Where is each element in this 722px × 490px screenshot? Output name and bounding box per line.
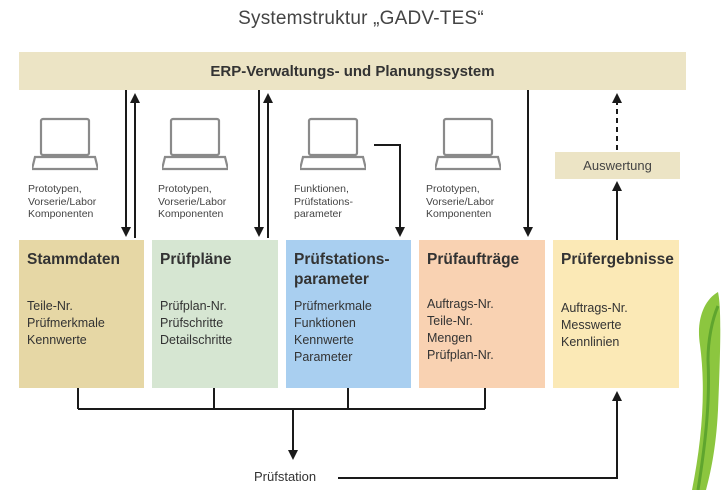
- box-item: Teile-Nr.: [427, 314, 473, 328]
- box-title-line: parameter: [294, 271, 369, 288]
- box-item: Messwerte: [561, 318, 622, 332]
- caption-line: Komponenten: [426, 208, 492, 220]
- caption-line: parameter: [294, 208, 342, 220]
- box-item: Auftrags-Nr.: [561, 301, 628, 315]
- box-pruefauftraege: Prüfaufträge Auftrags-Nr. Teile-Nr. Meng…: [419, 240, 545, 388]
- box-item: Prüfmerkmale: [294, 299, 372, 313]
- caption-line: Prototypen,: [28, 183, 82, 195]
- caption-stammdaten: Prototypen, Vorserie/Labor Komponenten: [28, 183, 96, 221]
- laptop-icon: [435, 117, 501, 171]
- caption-pruefstationsparameter: Funktionen, Prüfstations- parameter: [294, 183, 353, 221]
- caption-pruefplaene: Prototypen, Vorserie/Labor Komponenten: [158, 183, 226, 221]
- caption-pruefauftraege: Prototypen, Vorserie/Labor Komponenten: [426, 183, 494, 221]
- laptop-icon: [300, 117, 366, 171]
- box-item: Funktionen: [294, 316, 356, 330]
- box-item: Parameter: [294, 350, 353, 364]
- box-item: Prüfplan-Nr.: [427, 348, 494, 362]
- caption-line: Funktionen,: [294, 183, 349, 195]
- erp-system-bar: ERP-Verwaltungs- und Planungssystem: [19, 52, 686, 90]
- auswertung-label: Auswertung: [583, 158, 652, 173]
- caption-line: Vorserie/Labor: [158, 195, 227, 208]
- box-item: Teile-Nr.: [27, 299, 73, 313]
- decorative-leaf-graphic: [692, 292, 721, 490]
- box-title: Prüfaufträge: [427, 251, 520, 268]
- box-item: Prüfschritte: [160, 316, 224, 330]
- box-item: Kennwerte: [27, 333, 87, 347]
- caption-line: Komponenten: [158, 208, 224, 220]
- box-stammdaten: Stammdaten Teile-Nr. Prüfmerkmale Kennwe…: [19, 240, 144, 388]
- box-title: Stammdaten: [27, 251, 121, 268]
- caption-line: Komponenten: [28, 208, 94, 220]
- caption-line: Prototypen,: [426, 183, 480, 195]
- box-title: Prüfstations- parameter: [294, 250, 403, 290]
- box-pruefergebnisse: Prüfergebnisse Auftrags-Nr. Messwerte Ke…: [553, 240, 679, 388]
- box-item: Prüfmerkmale: [27, 316, 105, 330]
- box-item: Kennwerte: [294, 333, 354, 347]
- box-pruefstationsparameter: Prüfstations- parameter Prüfmerkmale Fun…: [286, 240, 411, 388]
- box-item: Mengen: [427, 331, 473, 345]
- erp-label: ERP-Verwaltungs- und Planungssystem: [210, 62, 495, 80]
- box-item: Kennlinien: [561, 335, 620, 349]
- caption-line: Vorserie/Labor: [426, 195, 495, 208]
- caption-line: Vorserie/Labor: [28, 195, 97, 208]
- caption-line: Prüfstations-: [294, 195, 353, 208]
- box-pruefplaene: Prüfpläne Prüfplan-Nr. Prüfschritte Deta…: [152, 240, 278, 388]
- box-item: Auftrags-Nr.: [427, 297, 494, 311]
- caption-line: Prototypen,: [158, 183, 212, 195]
- box-title-line: Prüfstations-: [294, 251, 390, 268]
- laptop-icon: [32, 117, 98, 171]
- page-title: Systemstruktur „GADV-TES“: [238, 8, 484, 29]
- box-item: Detailschritte: [160, 333, 233, 347]
- box-item: Prüfplan-Nr.: [160, 299, 227, 313]
- box-title: Prüfpläne: [160, 251, 232, 268]
- laptop-icon: [162, 117, 228, 171]
- box-title: Prüfergebnisse: [561, 251, 674, 268]
- auswertung-box: Auswertung: [555, 152, 680, 179]
- pruefstation-label: Prüfstation: [254, 469, 317, 484]
